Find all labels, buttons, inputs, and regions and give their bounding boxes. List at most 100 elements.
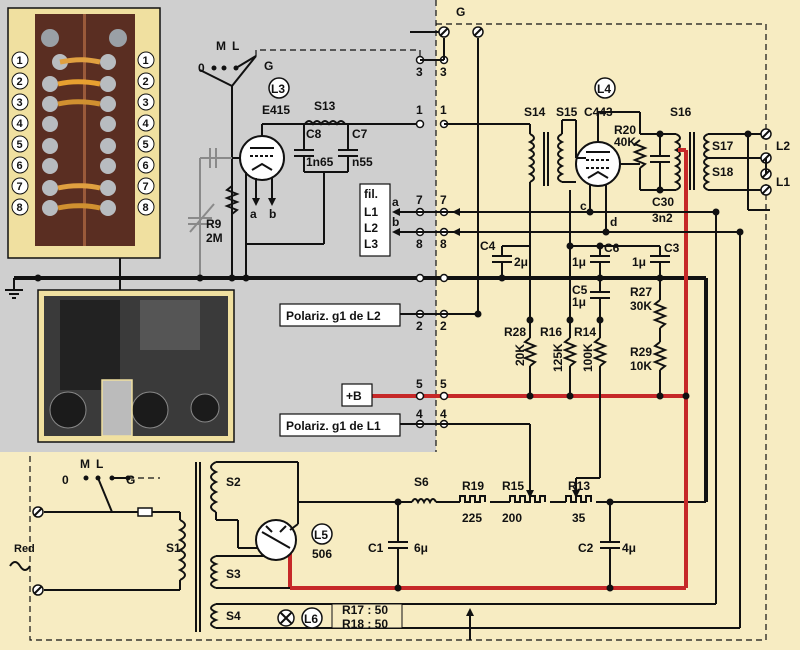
r16-label: R16: [540, 325, 562, 339]
photo-pin-badge: [137, 198, 155, 216]
c8-label: C8: [306, 127, 322, 141]
fil-l2-label: L2: [364, 221, 378, 235]
polariz-l2-box: [279, 303, 401, 327]
photo-pin-number: 3: [143, 97, 149, 109]
r29-value: 10K: [630, 359, 652, 373]
polariz-l1-box: [279, 413, 401, 437]
r15-value: 200: [502, 511, 522, 525]
s15-label: S15: [556, 105, 578, 119]
c5-label: C5: [572, 283, 588, 297]
photo-pin-badge: [11, 93, 29, 111]
red-label: Red: [14, 543, 35, 555]
pin-8b: 8: [440, 237, 447, 251]
r19-label: R19: [462, 479, 484, 493]
photo-pin-number: 8: [17, 202, 23, 214]
switch-m-label: M: [216, 39, 226, 53]
plus-b-label: +B: [346, 389, 362, 403]
r19-value: 225: [462, 511, 482, 525]
pin-1a: 1: [416, 103, 423, 117]
pin-2a: 2: [416, 319, 423, 333]
photo-pin-number: 1: [17, 55, 23, 67]
polariz-l2-label: Polariz. g1 de L2: [286, 309, 381, 323]
photo-pin-badge: [11, 198, 29, 216]
s14-label: S14: [524, 105, 546, 119]
l4-type: C443: [584, 105, 613, 119]
bottom-switch: [83, 475, 160, 513]
photo-pin-number: 7: [17, 181, 23, 193]
r16-value: 125K: [551, 343, 565, 372]
top-g-label: G: [456, 5, 465, 19]
photo-pin-number: 5: [17, 139, 23, 151]
c2-label: C2: [578, 541, 594, 555]
c30-value: 3n2: [652, 211, 673, 225]
photo-pin-badge: [137, 114, 155, 132]
c2-value: 4μ: [622, 541, 636, 555]
photo-pin-number: 2: [17, 76, 23, 88]
r28-label: R28: [504, 325, 526, 339]
photo-pin-number: 8: [143, 202, 149, 214]
grey-variable-capacitor: [188, 148, 232, 278]
r28-value: 20K: [513, 344, 527, 366]
bsw-l-label: L: [96, 457, 103, 471]
c8-value: 1n65: [306, 155, 334, 169]
out-l2-label: L2: [776, 139, 790, 153]
c4-label: C4: [480, 239, 496, 253]
c1-label: C1: [368, 541, 384, 555]
s17-label: S17: [712, 139, 734, 153]
c7-label: C7: [352, 127, 368, 141]
fil-l3-label: L3: [364, 237, 378, 251]
l5-type: 506: [312, 547, 332, 561]
pin-7a: 7: [416, 193, 423, 207]
bsw-o-label: 0: [62, 473, 69, 487]
switch-g-label: G: [264, 59, 273, 73]
s2-label: S2: [226, 475, 241, 489]
pin-5b: 5: [440, 377, 447, 391]
r13-value: 35: [572, 511, 586, 525]
photo-pin-badge: [11, 114, 29, 132]
s18-label: S18: [712, 165, 734, 179]
c6-label: C6: [604, 241, 620, 255]
l5-label: L5: [314, 528, 328, 542]
photo-pin-number: 4: [143, 118, 150, 130]
photo-pin-number: 7: [143, 181, 149, 193]
photo-pin-number: 6: [143, 160, 149, 172]
photo-pin-badge: [11, 156, 29, 174]
photo-pin-badge: [137, 51, 155, 69]
photo-pin-number: 3: [17, 97, 23, 109]
c3-label: C3: [664, 241, 680, 255]
c1-value: 6μ: [414, 541, 428, 555]
pin-d-label: d: [610, 215, 617, 229]
fil-box: [359, 183, 391, 257]
photo-pins: [41, 29, 127, 216]
s3-label: S3: [226, 567, 241, 581]
r27-value: 30K: [630, 299, 652, 313]
photo-pin-badge: [11, 177, 29, 195]
r17-label: R17 : 50: [342, 603, 388, 617]
switch-o-label: 0: [198, 61, 205, 75]
bsw-g-label: G: [126, 473, 135, 487]
junction-nodes: [34, 130, 752, 592]
r15-label: R15: [502, 479, 524, 493]
pin-3b: 3: [440, 65, 447, 79]
r20-label: R20: [614, 123, 636, 137]
photo-pin-badge: [137, 93, 155, 111]
s16-label: S16: [670, 105, 692, 119]
photo-pin-number: 5: [143, 139, 149, 151]
s13-label: S13: [314, 99, 336, 113]
pin-b-label: b: [269, 207, 276, 221]
l6-label: L6: [304, 612, 318, 626]
l4-label: L4: [597, 82, 611, 96]
photo-pin-number: 4: [17, 118, 24, 130]
pin-7b: 7: [440, 193, 447, 207]
plus-b-box: [341, 383, 373, 407]
r20-value: 40K: [614, 135, 636, 149]
c4-value: 2μ: [514, 255, 528, 269]
pin-3a: 3: [416, 65, 423, 79]
photo-pin-number: 2: [143, 76, 149, 88]
r13-label: R13: [568, 479, 590, 493]
pin-c-label: c: [580, 199, 587, 213]
r9-label: R9: [206, 217, 222, 231]
out-l1-label: L1: [776, 175, 790, 189]
pin-8a: 8: [416, 237, 423, 251]
